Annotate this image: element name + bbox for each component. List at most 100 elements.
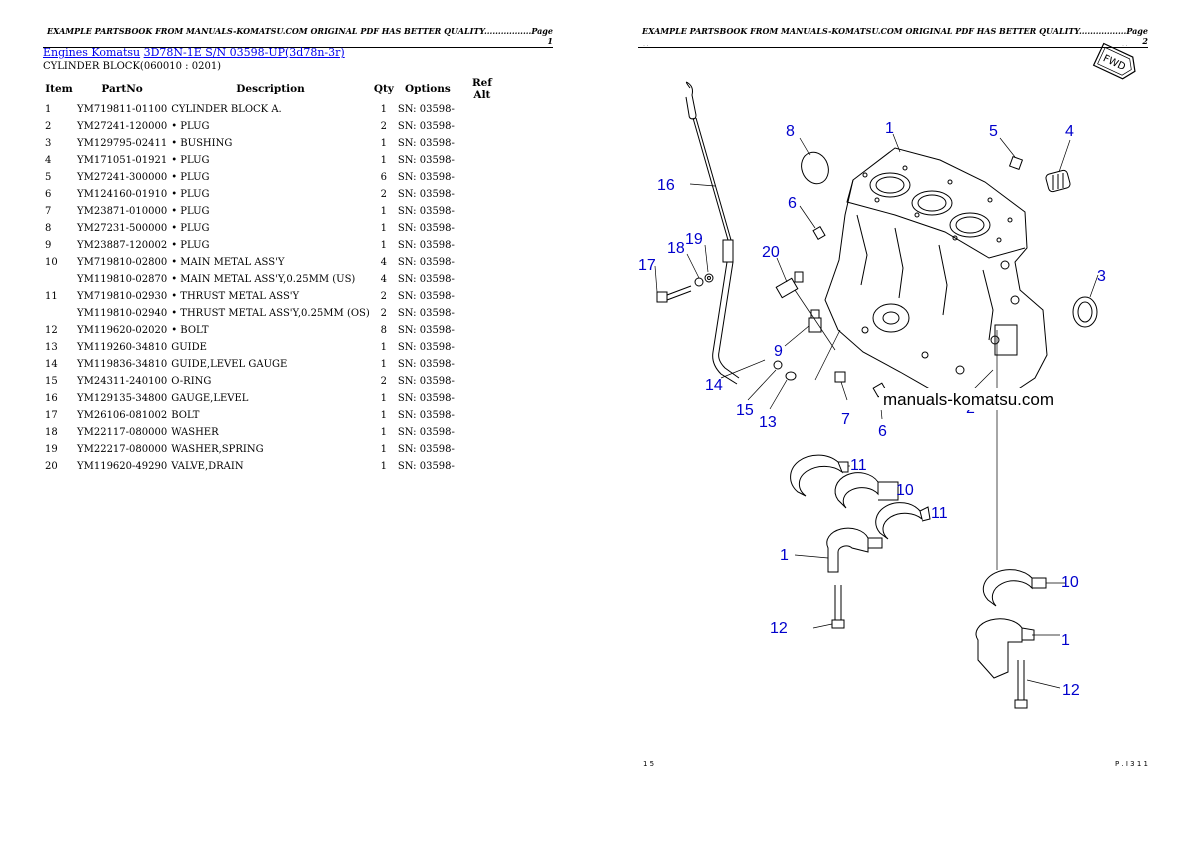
svg-text:· ·: · · [643, 43, 649, 49]
cell-item: 17 [45, 410, 58, 421]
cell-item: 15 [45, 376, 58, 387]
cell-item: 16 [45, 393, 58, 404]
cell-partno: YM23871-010000 [77, 206, 168, 217]
cell-qty: 1 [380, 359, 388, 370]
callout-label: 12 [770, 620, 788, 637]
cell-partno: YM119810-02940 [77, 308, 168, 319]
cell-qty: 6 [380, 172, 388, 183]
cell-qty: 2 [380, 189, 388, 200]
cell-item: 14 [45, 359, 58, 370]
cell-qty: 1 [380, 444, 388, 455]
svg-text:· ·: · · [1122, 43, 1128, 49]
column-header-options: Options [404, 83, 451, 95]
cell-ref-alt [460, 322, 504, 339]
column-header-qty: Qty [373, 83, 394, 95]
cell-qty: 1 [380, 155, 388, 166]
cell-qty: 1 [380, 342, 388, 353]
cell-item: 1 [45, 104, 52, 115]
cell-partno: YM27241-300000 [77, 172, 168, 183]
page-2: EXAMPLE PARTSBOOK FROM MANUALS-KOMATSU.C… [595, 0, 1190, 842]
section-title: CYLINDER BLOCK(060010 : 0201) [43, 61, 222, 72]
cell-options: SN: 03598- [397, 427, 455, 438]
cell-partno: YM171051-01921 [77, 155, 168, 166]
cell-options: SN: 03598- [397, 359, 455, 370]
cell-description: • PLUG [171, 223, 210, 234]
cell-options: SN: 03598- [397, 444, 455, 455]
cell-ref-alt [460, 305, 504, 322]
cell-qty: 1 [380, 410, 388, 421]
forward-direction-icon: FWD [1092, 42, 1136, 80]
cell-description: • MAIN METAL ASS'Y [171, 257, 285, 268]
page-header: EXAMPLE PARTSBOOK FROM MANUALS-KOMATSU.C… [43, 26, 553, 48]
cell-qty: 4 [380, 274, 388, 285]
parts-table: Item PartNo Description Qty Options Ref … [43, 77, 504, 475]
cell-description: • PLUG [171, 121, 210, 132]
cell-description: BOLT [171, 410, 200, 421]
callout-label: 1 [780, 547, 789, 564]
callout-label: 10 [1061, 574, 1079, 591]
cell-options: SN: 03598- [397, 342, 455, 353]
callout-label: 7 [841, 411, 850, 428]
cell-description: O-RING [171, 376, 212, 387]
cell-ref-alt [460, 458, 504, 475]
breadcrumb-link-model[interactable]: 3D78N-1E S/N 03598-UP(3d78n-3r) [143, 46, 345, 59]
column-header-item: Item [45, 83, 73, 95]
cell-partno: YM719811-01100 [77, 104, 168, 115]
callout-label: 4 [1065, 123, 1074, 140]
callout-label: 12 [1062, 682, 1080, 699]
cell-qty: 1 [380, 427, 388, 438]
cell-description: • THRUST METAL ASS'Y,0.25MM (OS) [171, 308, 370, 319]
callout-label: 5 [989, 123, 998, 140]
cell-options: SN: 03598- [397, 138, 455, 149]
callout-label: 1 [1061, 632, 1070, 649]
cell-item: 10 [45, 257, 58, 268]
cell-ref-alt [460, 271, 504, 288]
cell-partno: YM119620-02020 [77, 325, 168, 336]
cell-partno: YM124160-01910 [77, 189, 168, 200]
cylinder-block-drawing [824, 147, 1048, 403]
cell-item: 2 [45, 121, 52, 132]
cell-description: WASHER,SPRING [171, 444, 264, 455]
cell-description: • PLUG [171, 206, 210, 217]
cell-item: 18 [45, 427, 58, 438]
cell-description: • PLUG [171, 240, 210, 251]
cell-ref-alt [460, 390, 504, 407]
callout-label: 1 [885, 120, 894, 137]
breadcrumb-link-engines[interactable]: Engines Komatsu [43, 46, 141, 59]
cell-options: SN: 03598- [397, 274, 455, 285]
cell-item: 13 [45, 342, 58, 353]
cell-description: WASHER [171, 427, 219, 438]
cell-item [43, 271, 75, 288]
cell-options: SN: 03598- [397, 189, 455, 200]
callout-label: 15 [736, 402, 754, 419]
cell-item: 7 [45, 206, 52, 217]
cell-qty: 1 [380, 393, 388, 404]
cell-qty: 8 [380, 325, 388, 336]
cell-options: SN: 03598- [397, 393, 455, 404]
cell-ref-alt [460, 118, 504, 135]
table-row: YM119810-02870• MAIN METAL ASS'Y,0.25MM … [43, 271, 504, 288]
table-header-row: Item PartNo Description Qty Options Ref … [43, 77, 504, 101]
callout-labels: 8 1 5 4 16 6 19 18 20 17 3 9 14 15 13 7 … [638, 120, 1106, 699]
cell-ref-alt [460, 203, 504, 220]
cell-partno: YM27231-500000 [77, 223, 168, 234]
cell-item: 8 [45, 223, 52, 234]
cell-options: SN: 03598- [397, 410, 455, 421]
cell-options: SN: 03598- [397, 240, 455, 251]
cell-description: GUIDE [171, 342, 207, 353]
cell-qty: 2 [380, 121, 388, 132]
cell-qty: 2 [380, 291, 388, 302]
callout-label: 10 [896, 482, 914, 499]
cell-partno: YM119836-34810 [77, 359, 168, 370]
watermark-text: manuals-komatsu.com [883, 390, 1054, 409]
cell-partno: YM26106-081002 [77, 410, 168, 421]
callout-label: 17 [638, 257, 656, 274]
cell-ref-alt [460, 254, 504, 271]
